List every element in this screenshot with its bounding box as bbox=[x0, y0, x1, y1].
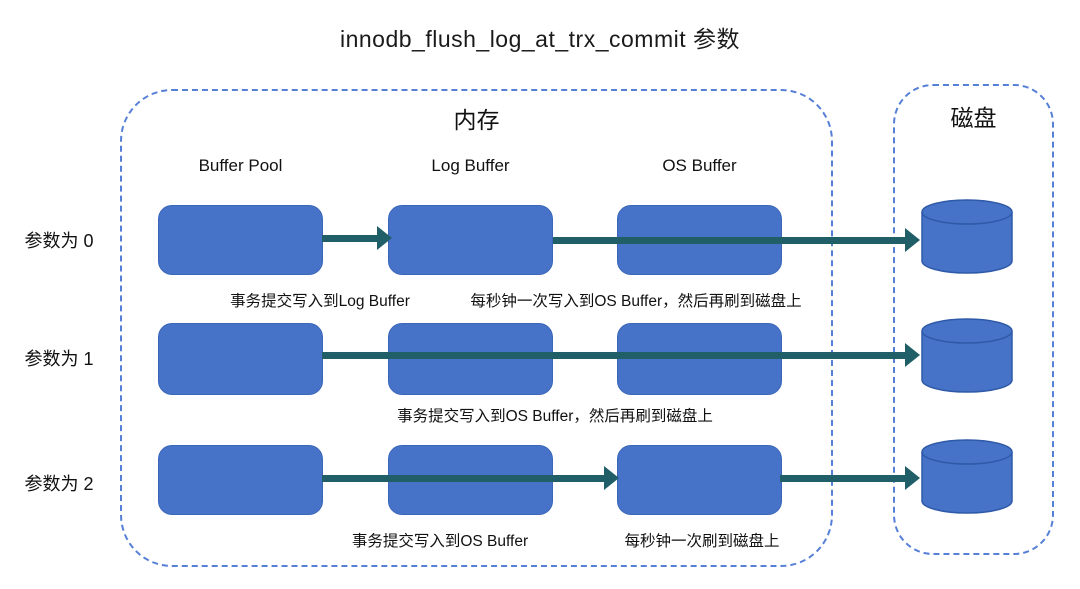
os-buffer-box bbox=[617, 445, 782, 515]
column-header-log-buffer: Log Buffer bbox=[431, 156, 510, 175]
annotation-row1: 事务提交写入到OS Buffer，然后再刷到磁盘上 bbox=[397, 408, 713, 425]
diagram-title: innodb_flush_log_at_trx_commit 参数 bbox=[339, 26, 741, 52]
buffer-pool-box bbox=[158, 445, 323, 515]
buffer-pool-box bbox=[158, 205, 323, 275]
column-header-buffer-pool: Buffer Pool bbox=[198, 156, 283, 175]
log-buffer-box bbox=[388, 323, 553, 395]
row-label-param-1: 参数为 1 bbox=[24, 349, 94, 369]
row-label-param-0: 参数为 0 bbox=[24, 231, 94, 251]
log-buffer-box bbox=[388, 205, 553, 275]
memory-region-label: 内存 bbox=[453, 107, 500, 133]
disk-cylinder-icon bbox=[921, 199, 1013, 274]
disk-cylinder-icon bbox=[921, 318, 1013, 393]
buffer-pool-box bbox=[158, 323, 323, 395]
annotation-row0-left: 事务提交写入到Log Buffer bbox=[230, 293, 410, 310]
os-buffer-box bbox=[617, 323, 782, 395]
column-header-os-buffer: OS Buffer bbox=[662, 156, 737, 175]
annotation-row2-right: 每秒钟一次刷到磁盘上 bbox=[624, 533, 780, 550]
disk-cylinder-icon bbox=[921, 439, 1013, 514]
memory-region bbox=[120, 89, 833, 567]
disk-region bbox=[893, 84, 1054, 555]
annotation-row2-left: 事务提交写入到OS Buffer bbox=[351, 533, 529, 550]
os-buffer-box bbox=[617, 205, 782, 275]
row-label-param-2: 参数为 2 bbox=[24, 474, 94, 494]
disk-region-label: 磁盘 bbox=[950, 105, 997, 131]
log-buffer-box bbox=[388, 445, 553, 515]
annotation-row0-right: 每秒钟一次写入到OS Buffer，然后再刷到磁盘上 bbox=[470, 293, 802, 310]
